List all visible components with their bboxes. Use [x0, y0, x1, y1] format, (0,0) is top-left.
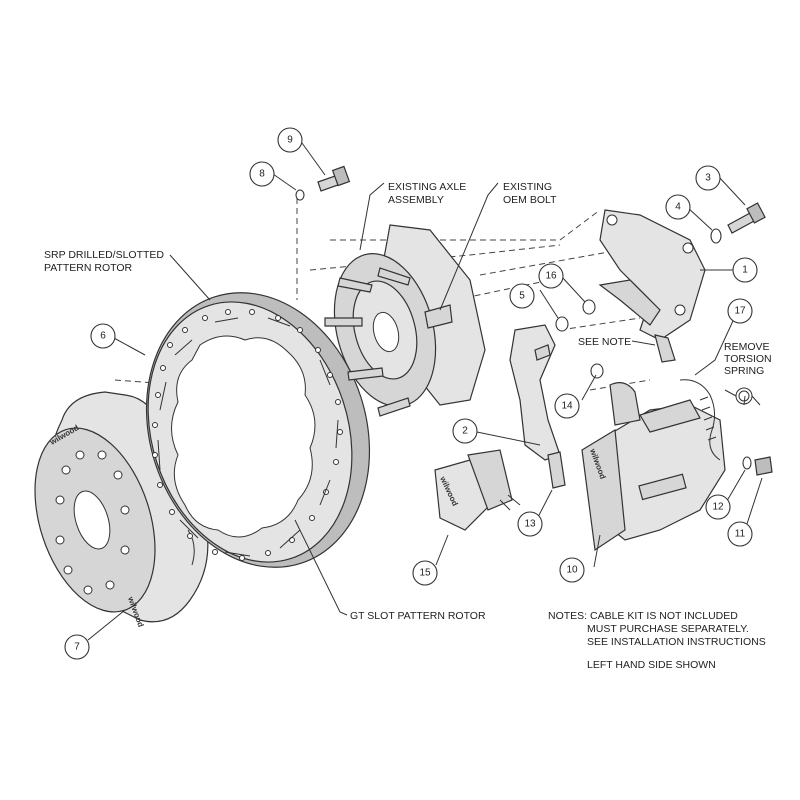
notes-line2: MUST PURCHASE SEPARATELY.: [587, 623, 749, 635]
svg-text:16: 16: [545, 271, 557, 282]
text-labels: EXISTING AXLE ASSEMBLY EXISTING OEM BOLT…: [44, 181, 772, 671]
svg-text:15: 15: [419, 568, 431, 579]
callout-11: 11: [727, 521, 753, 547]
svg-text:11: 11: [735, 529, 746, 540]
washer-14: [590, 363, 604, 379]
svg-text:10: 10: [566, 565, 578, 576]
svg-text:12: 12: [712, 502, 724, 513]
label-axle-line1: EXISTING AXLE: [388, 181, 466, 193]
existing-axle-assembly: [324, 224, 486, 417]
wheel-studs: [324, 267, 411, 417]
brake-pads: wilwood: [434, 449, 521, 531]
washer-5: [555, 316, 569, 332]
label-oem-bolt-line2: OEM BOLT: [503, 194, 557, 206]
torsion-spring: [724, 387, 761, 406]
rotor-slots: [157, 317, 339, 557]
svg-text:7: 7: [74, 642, 80, 653]
washer-12: [742, 456, 752, 470]
callout-4: 4: [665, 194, 691, 220]
svg-text:13: 13: [524, 519, 536, 530]
svg-text:5: 5: [519, 291, 525, 302]
nut-11: [754, 456, 773, 476]
callout-1: 1: [732, 257, 758, 283]
svg-text:14: 14: [561, 401, 573, 412]
svg-text:9: 9: [287, 135, 293, 146]
label-axle-line2: ASSEMBLY: [388, 194, 444, 206]
callout-10: 10: [559, 557, 585, 583]
callout-3: 3: [695, 165, 721, 191]
rotor-disc: [145, 292, 371, 568]
svg-text:3: 3: [705, 173, 711, 184]
callout-8: 8: [249, 161, 275, 187]
callout-17: 17: [727, 298, 753, 324]
svg-text:17: 17: [734, 306, 746, 317]
caliper-bracket: [598, 209, 706, 341]
label-gt-rotor: GT SLOT PATTERN ROTOR: [350, 610, 486, 622]
callout-5: 5: [509, 283, 535, 309]
mounting-bracket-2: [509, 324, 566, 489]
callout-2: 2: [452, 418, 478, 444]
bolt-3: [710, 202, 766, 244]
callout-6: 6: [90, 323, 116, 349]
notes-line3: SEE INSTALLATION INSTRUCTIONS: [587, 636, 766, 648]
svg-text:1: 1: [742, 265, 748, 276]
label-see-note: SEE NOTE: [578, 336, 631, 348]
svg-text:2: 2: [462, 426, 468, 437]
label-remove-spring-line1: REMOVE: [724, 341, 770, 353]
rotor-drill-holes: [152, 309, 343, 561]
callout-15: 15: [412, 560, 438, 586]
callout-13: 13: [517, 511, 543, 537]
label-srp-rotor-line2: PATTERN ROTOR: [44, 262, 133, 274]
callout-7: 7: [64, 634, 90, 660]
label-remove-spring-line2: TORSION: [724, 353, 772, 365]
callout-14: 14: [554, 393, 580, 419]
bolt-9: [295, 165, 351, 201]
parking-brake-spring: [654, 334, 721, 461]
label-oem-bolt-line1: EXISTING: [503, 181, 552, 193]
svg-text:4: 4: [675, 202, 681, 213]
caliper: wilwood: [581, 382, 726, 552]
callout-16: 16: [538, 263, 564, 289]
label-srp-rotor-line1: SRP DRILLED/SLOTTED: [44, 249, 164, 261]
notes-line1: NOTES: CABLE KIT IS NOT INCLUDED: [548, 610, 738, 622]
callouts: 1 2 3 4 5 6 7 8 9 10 11 12 13 14 15 16 1…: [64, 127, 758, 660]
washer-16: [582, 299, 596, 315]
notes-line4: LEFT HAND SIDE SHOWN: [587, 659, 716, 671]
callout-12: 12: [705, 494, 731, 520]
callout-9: 9: [277, 127, 303, 153]
label-remove-spring-line3: SPRING: [724, 365, 764, 377]
rotor-hat: wilwood wilwood: [34, 391, 209, 628]
svg-text:8: 8: [259, 169, 265, 180]
svg-text:6: 6: [100, 331, 106, 342]
